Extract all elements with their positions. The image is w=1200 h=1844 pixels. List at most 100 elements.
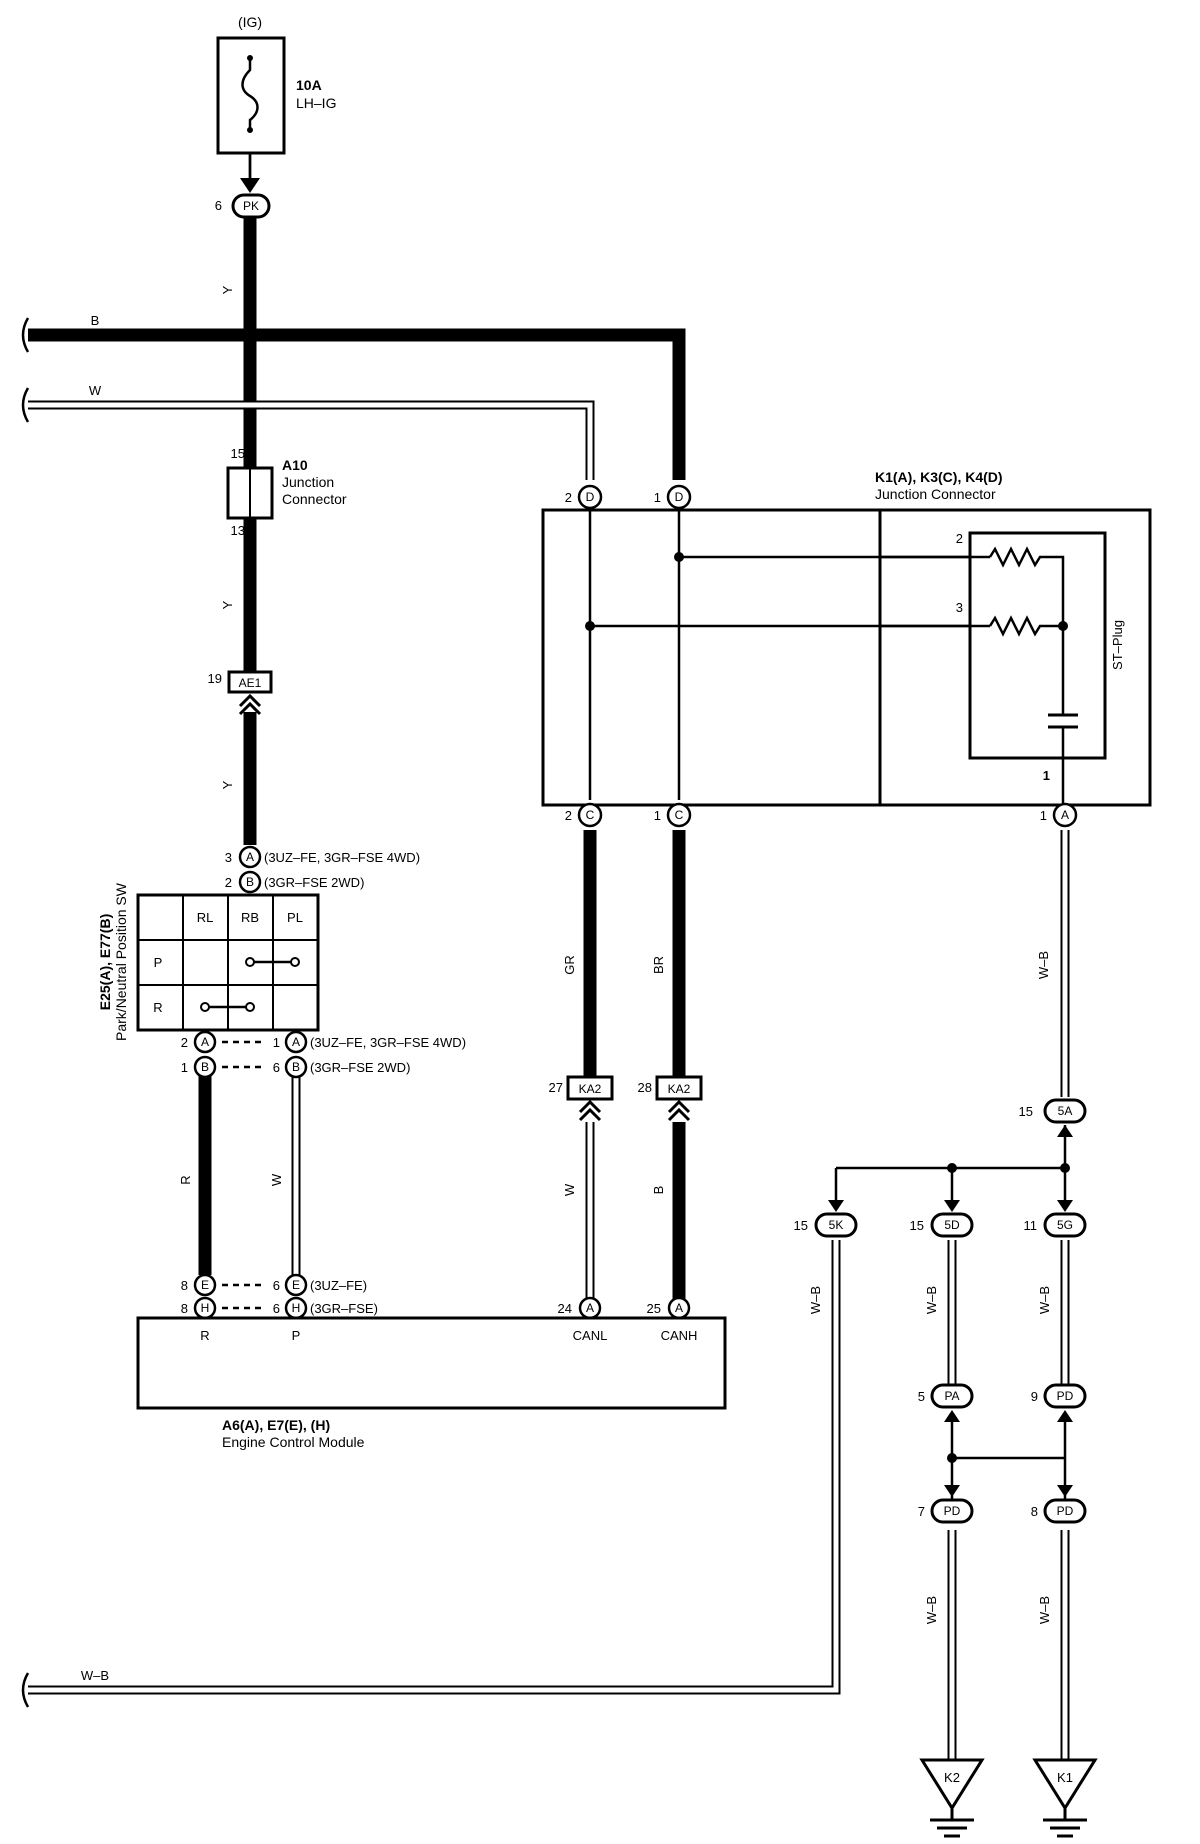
sw-bot-code-r-1: A <box>292 1035 300 1049</box>
ecm-code-r-2: H <box>292 1301 301 1315</box>
chevron-up-icon-ka2-r <box>667 1099 691 1122</box>
pa-code: PA <box>944 1389 959 1403</box>
a10-desc2: Connector <box>282 491 347 507</box>
st-plug-label: ST–Plug <box>1110 620 1125 670</box>
wire-break-w <box>21 387 30 423</box>
ecm-note-2: (3GR–FSE) <box>310 1301 378 1316</box>
wire-break-b <box>21 317 30 353</box>
sw-bot-note-1: (3UZ–FE, 3GR–FSE 4WD) <box>310 1035 466 1050</box>
pd9-code: PD <box>1057 1389 1074 1403</box>
wire-w-top <box>28 400 595 480</box>
sw-bot-pin-r-2: 6 <box>273 1060 280 1075</box>
junction-box <box>541 508 1152 807</box>
label-wb-5g: W–B <box>1037 1286 1052 1314</box>
splice-5a <box>834 1125 1070 1208</box>
ecm-box <box>136 1316 727 1410</box>
ground-k1 <box>1032 1758 1098 1838</box>
sw-top-note-1: (3UZ–FE, 3GR–FSE 4WD) <box>264 850 420 865</box>
ecm-canh-label: CANH <box>661 1328 698 1343</box>
a10-desc1: Junction <box>282 474 334 490</box>
jc-bot-code-1: C <box>586 808 595 822</box>
ecm-code-l-1: E <box>201 1278 209 1292</box>
jc-top-pin-2: 1 <box>654 490 661 505</box>
jc-inner-pin-cap: 1 <box>1043 768 1050 783</box>
label-wb-5k: W–B <box>808 1286 823 1314</box>
ground-k2 <box>919 1758 985 1838</box>
label-wb-a: W–B <box>1036 951 1051 979</box>
junction-id: K1(A), K3(C), K4(D) <box>875 469 1003 485</box>
ecm-canl-code: A <box>586 1301 594 1315</box>
fuse-source: (IG) <box>238 14 262 30</box>
jc-bot-pin-1: 2 <box>565 808 572 823</box>
ground-k1-label: K1 <box>1057 1770 1073 1785</box>
jc-bot-code-3: A <box>1061 808 1069 822</box>
a10-pin-bottom: 13 <box>231 523 245 538</box>
jc-top-code-1: D <box>586 490 595 504</box>
5d-pin: 15 <box>910 1218 924 1233</box>
jc-bot-circle-3 <box>1052 802 1078 828</box>
label-y2: Y <box>220 600 235 609</box>
jc-inner-pin-r1: 2 <box>956 531 963 546</box>
sw-top-code-1: A <box>246 850 254 864</box>
ecm-pin-row-2: 8 H 6 H (3GR–FSE) <box>181 1296 378 1320</box>
label-wb-5d: W–B <box>924 1286 939 1314</box>
switch-name: Park/Neutral Position SW <box>113 882 129 1041</box>
arrow-up-icon-pa <box>944 1410 960 1422</box>
a10-id: A10 <box>282 457 308 473</box>
wire-b-bus <box>28 328 686 480</box>
splice-pa-pd <box>947 1418 1067 1500</box>
pa-connector <box>930 1383 974 1409</box>
label-br: BR <box>651 956 666 974</box>
label-r-sw: R <box>178 1175 193 1184</box>
sw-col-rl: RL <box>197 910 214 925</box>
sw-top-pin-1: 3 <box>225 850 232 865</box>
label-y1: Y <box>220 285 235 294</box>
sw-bottom-row-2: 1 B 6 B (3GR–FSE 2WD) <box>181 1055 410 1079</box>
label-y3: Y <box>220 780 235 789</box>
sw-bot-note-2: (3GR–FSE 2WD) <box>310 1060 410 1075</box>
arrow-down-icon-5g <box>1057 1200 1073 1212</box>
wire-break-wb <box>21 1672 30 1708</box>
ecm-term-p: P <box>292 1328 301 1343</box>
arrow-down-icon-pd7 <box>944 1485 960 1497</box>
ecm-note-1: (3UZ–FE) <box>310 1278 367 1293</box>
pd8-connector <box>1043 1498 1087 1524</box>
switch-table <box>136 893 320 1032</box>
sw-top-code-2: B <box>246 875 254 889</box>
pk-code: PK <box>243 199 259 213</box>
sw-top-circle-2 <box>238 870 262 894</box>
ecm-id: A6(A), E7(E), (H) <box>222 1417 330 1433</box>
5g-connector <box>1043 1212 1087 1238</box>
label-w-sw: W <box>269 1173 284 1186</box>
5a-pin: 15 <box>1019 1104 1033 1119</box>
label-b-can: B <box>651 1186 666 1195</box>
sw-top-pin-2: 2 <box>225 875 232 890</box>
sw-bottom-row-1: 2 A 1 A (3UZ–FE, 3GR–FSE 4WD) <box>181 1030 466 1054</box>
chevron-up-icon <box>238 693 262 716</box>
arrow-down-icon-pd8 <box>1057 1485 1073 1497</box>
wire-wb-5k-inner <box>28 1240 839 1693</box>
5g-code: 5G <box>1057 1218 1073 1232</box>
st-plug-box <box>968 531 1107 760</box>
fuse-rating: 10A <box>296 77 322 93</box>
wire-wb-5k <box>28 1240 841 1695</box>
ka2-r-code: KA2 <box>668 1082 691 1096</box>
jc-bot-pin-3: 1 <box>1040 808 1047 823</box>
ecm-pin-r-1: 6 <box>273 1278 280 1293</box>
arrow-up-icon-5a <box>1057 1125 1073 1137</box>
arrow-down-icon-5d <box>944 1200 960 1212</box>
sw-row-r: R <box>153 1000 162 1015</box>
5a-connector <box>1043 1098 1087 1124</box>
label-w-can: W <box>562 1183 577 1196</box>
jc-bot-pin-2: 1 <box>654 808 661 823</box>
pk-pin: 6 <box>215 198 222 213</box>
ecm-pin-l-2: 8 <box>181 1301 188 1316</box>
pd8-code: PD <box>1057 1504 1074 1518</box>
arrow-down-icon-5k <box>828 1200 844 1212</box>
jc-bot-code-2: C <box>675 808 684 822</box>
5k-pin: 15 <box>794 1218 808 1233</box>
sw-top-note-2: (3GR–FSE 2WD) <box>264 875 364 890</box>
jc-top-circle-2 <box>666 484 692 510</box>
ka2-l-code: KA2 <box>579 1082 602 1096</box>
ecm-pin-r-2: 6 <box>273 1301 280 1316</box>
